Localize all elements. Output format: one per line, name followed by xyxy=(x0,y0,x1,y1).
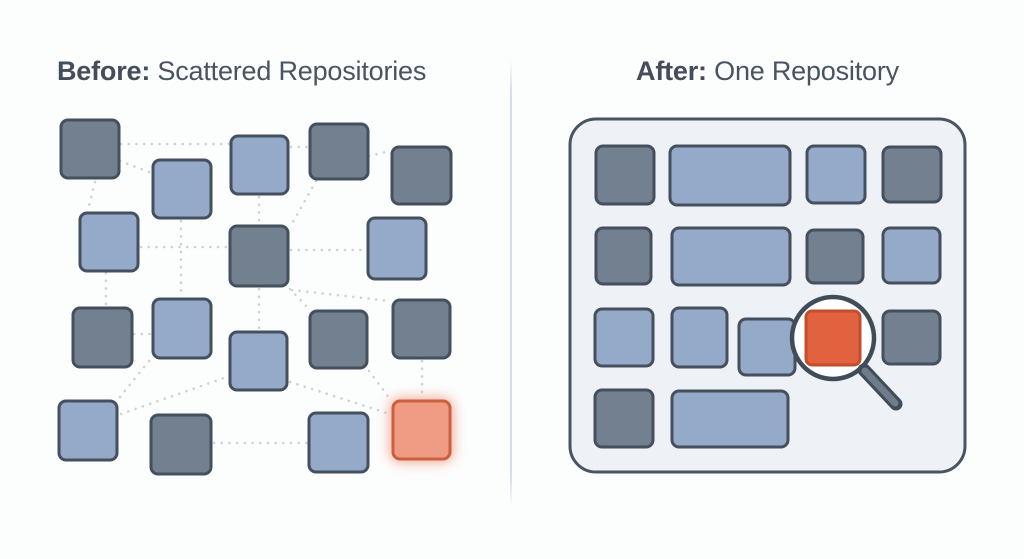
after-title-rest: One Repository xyxy=(706,56,899,86)
connection-line xyxy=(367,369,392,401)
after-title-bold: After: xyxy=(636,56,707,86)
repo-node-dark xyxy=(59,118,121,180)
repo-node-light xyxy=(307,411,370,474)
scattered-repositories-diagram xyxy=(57,118,453,476)
one-repository-diagram xyxy=(568,117,967,474)
repo-node-dark xyxy=(390,145,453,206)
repo-block-highlight xyxy=(804,309,862,367)
repo-block-light xyxy=(670,389,790,449)
repo-block-light xyxy=(670,226,792,287)
repo-block-dark xyxy=(881,145,943,204)
repo-node-light xyxy=(151,297,213,360)
repo-node-light xyxy=(57,399,119,462)
repo-node-light xyxy=(366,216,428,281)
repo-block-dark xyxy=(594,226,653,286)
repo-block-dark xyxy=(881,309,942,366)
repo-block-light xyxy=(670,306,729,369)
repo-node-light xyxy=(229,134,290,196)
repo-block-light xyxy=(668,144,792,207)
connection-line xyxy=(291,179,318,224)
connection-line xyxy=(119,375,229,416)
repo-node-light xyxy=(151,158,213,220)
connection-line xyxy=(367,149,392,158)
repo-block-dark xyxy=(594,144,656,206)
panel-divider xyxy=(510,60,512,507)
before-title-rest: Scattered Repositories xyxy=(150,56,427,86)
connection-line xyxy=(118,359,151,399)
before-title: Before: Scattered Repositories xyxy=(57,55,426,87)
repo-block-dark xyxy=(805,228,865,285)
before-title-bold: Before: xyxy=(57,56,151,86)
magnifier-handle-inner xyxy=(861,367,899,407)
connection-line xyxy=(86,180,97,212)
repo-block-dark xyxy=(593,388,655,449)
repo-node-dark xyxy=(308,309,369,370)
repo-node-dark xyxy=(308,122,370,181)
repo-block-light xyxy=(737,317,797,377)
connection-line xyxy=(288,287,310,310)
repository-container xyxy=(568,117,967,474)
connection-line xyxy=(290,288,392,303)
repo-node-highlight xyxy=(391,399,452,461)
repo-block-light xyxy=(593,307,655,368)
repo-node-dark xyxy=(149,413,213,476)
repo-block-light xyxy=(881,226,942,285)
connection-line xyxy=(288,380,392,416)
repo-node-dark xyxy=(228,224,290,288)
repo-node-dark xyxy=(391,298,452,360)
repo-node-light xyxy=(78,211,140,273)
repo-node-dark xyxy=(71,306,134,369)
repo-node-light xyxy=(228,330,289,392)
repo-block-light xyxy=(805,144,867,205)
after-title: After: One Repository xyxy=(570,55,965,87)
connection-line xyxy=(118,159,151,174)
